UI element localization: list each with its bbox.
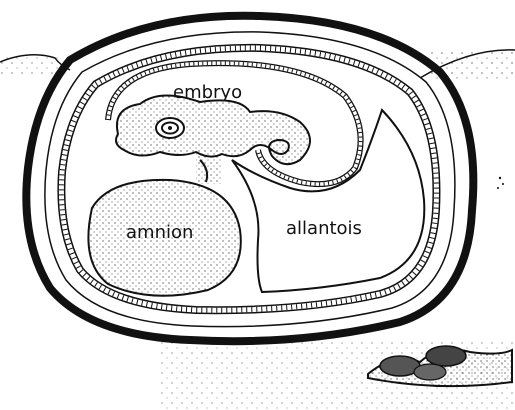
allantois-label: allantois [286, 220, 362, 238]
embryo-label: embryo [173, 84, 242, 102]
speck-marks [497, 177, 504, 189]
amnion-label: amnion [126, 224, 193, 242]
embryo-body [116, 95, 310, 164]
